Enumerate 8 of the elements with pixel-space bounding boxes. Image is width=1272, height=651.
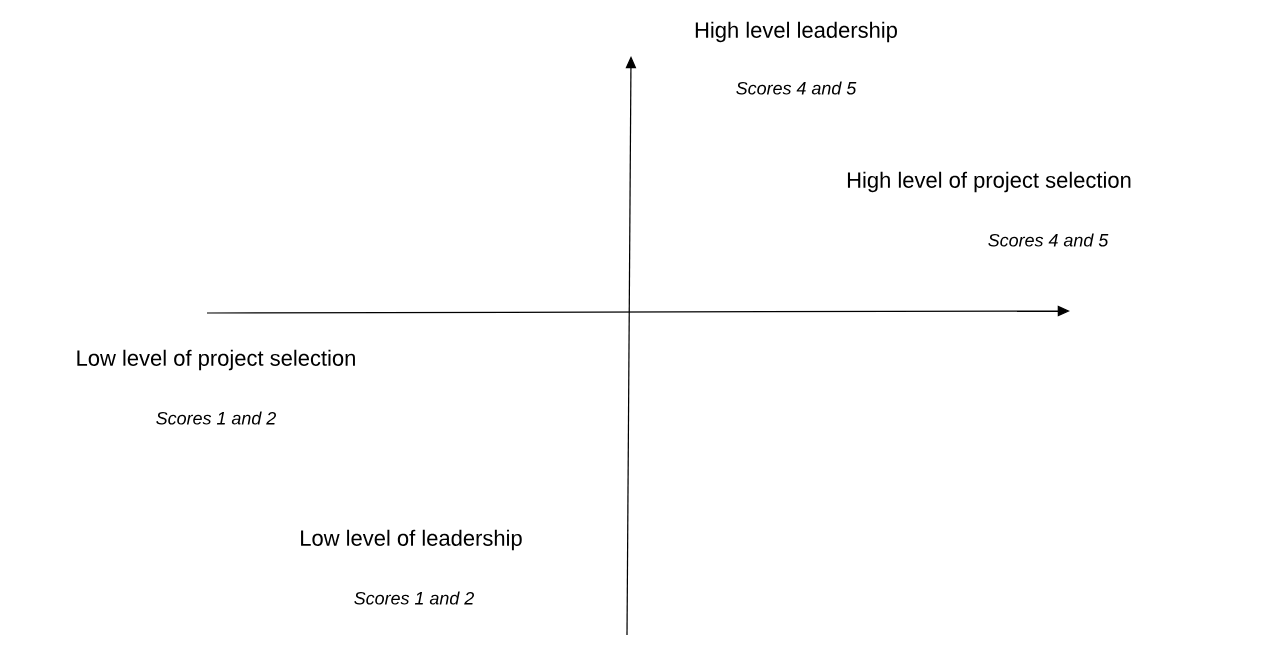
score-range-label: Scores 4 and 5 (988, 233, 1109, 247)
axis-label: Low level of leadership (301, 529, 522, 551)
axis-label: High level of project selection (847, 171, 1131, 193)
score-range-label: Scores 1 and 2 (156, 411, 276, 425)
axis-label: Low level of project selection (77, 349, 355, 371)
axis-label: High level leadership (695, 21, 897, 43)
score-range-label: Scores 4 and 5 (736, 81, 857, 95)
score-range-label: Scores 1 and 2 (354, 591, 474, 605)
